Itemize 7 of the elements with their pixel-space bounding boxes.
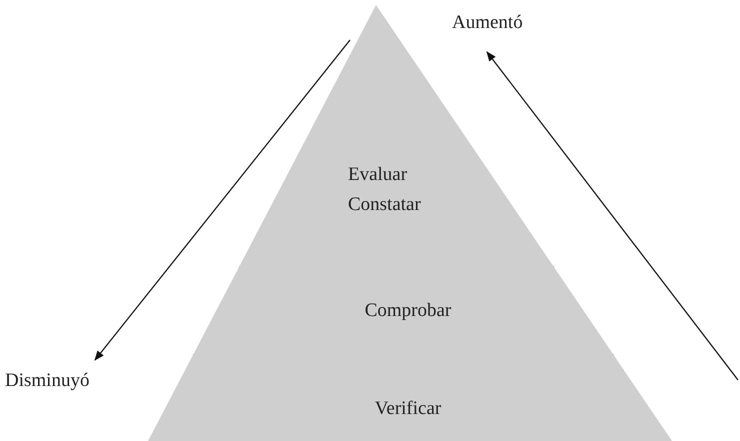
level-label: Evaluar Constatar [348,163,422,217]
pyramid-level [148,355,672,441]
level-label: Comprobar [364,300,452,322]
direction-label: Aumentó [452,12,523,34]
direction-label: Disminuyó [5,370,90,392]
pyramid-level [192,267,614,355]
level-label: Verificar [374,398,442,420]
